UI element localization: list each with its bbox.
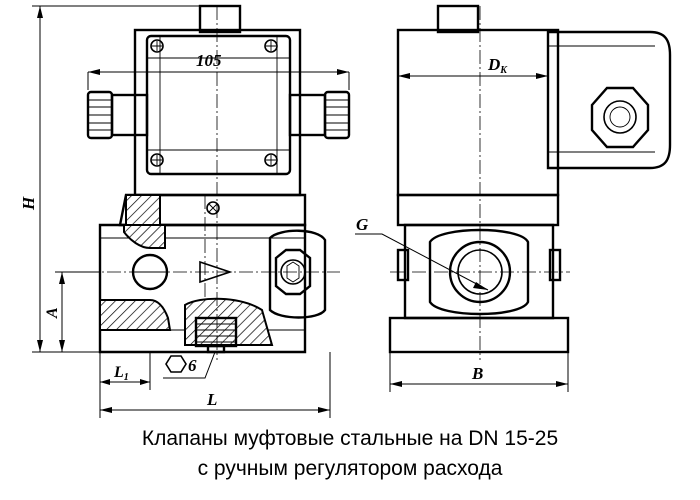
dim-label-a: A (44, 307, 61, 319)
dim-label-h: H (19, 196, 38, 211)
outlet-boss (268, 229, 327, 319)
dimension-lines (32, 5, 569, 418)
dim-label-105: 105 (196, 51, 222, 70)
dim-label-b: B (471, 364, 483, 383)
caption-line-2: с ручным регулятором расхода (197, 457, 503, 480)
dim-label-hex-6: 6 (188, 356, 197, 375)
cable-gland-right (288, 90, 351, 140)
cover-screws (150, 39, 278, 167)
dim-label-g: G (356, 215, 369, 234)
dim-label-l1: L1 (113, 364, 129, 383)
front-view (85, 4, 351, 360)
coil-housing-side (396, 28, 560, 197)
figure-caption: Клапаны муфтовые стальные на DN 15-25 с … (0, 424, 700, 484)
top-cap (198, 4, 242, 34)
section-hatch-bottom (184, 297, 274, 346)
dim-label-dk: DK (487, 55, 508, 76)
terminal-box (546, 30, 672, 170)
port-boss-side (428, 228, 530, 316)
section-hatch-top (100, 224, 166, 249)
hex-key-symbol (165, 355, 187, 373)
terminal-gland (590, 86, 650, 149)
side-view (388, 4, 672, 360)
caption-line-1: Клапаны муфтовые стальные на DN 15-25 (141, 427, 559, 450)
dim-label-l: L (206, 390, 217, 409)
valve-drawing: 105 H A L L1 6 DK G B (19, 4, 672, 418)
hex-plug (274, 248, 312, 296)
cable-gland-left (86, 90, 149, 140)
